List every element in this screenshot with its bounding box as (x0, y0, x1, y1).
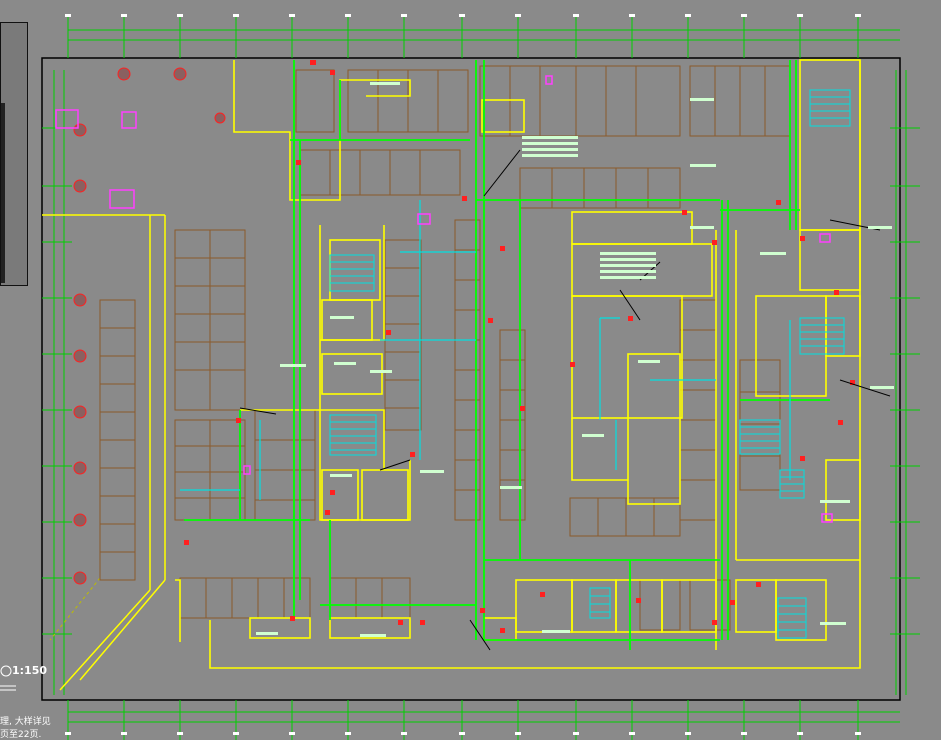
column-marker-icon (73, 405, 87, 419)
column-marker-icons (73, 67, 226, 585)
annotation-blocks (256, 82, 894, 637)
column-marker-icon (173, 67, 187, 81)
note-line-1: 理, 大样详见 (0, 717, 51, 727)
drawing-scale-label: 1:150 (12, 664, 48, 677)
column-marker-icon (73, 123, 87, 137)
column-marker-icon (214, 112, 226, 124)
green-pipes (184, 60, 830, 650)
column-marker-icon (73, 513, 87, 527)
column-marker-icon (73, 349, 87, 363)
drawing-frame (41, 57, 901, 701)
axis-label-marks (65, 14, 861, 735)
note-line-2: 页至22页. (0, 730, 42, 740)
stair-hatches (329, 89, 851, 639)
cyan-pipes (180, 200, 791, 500)
top-axis-grid (67, 14, 900, 58)
red-equipment-markers (184, 60, 855, 633)
column-marker-icon (73, 571, 87, 585)
column-marker-icon (73, 461, 87, 475)
parking-stalls (99, 65, 791, 631)
left-side-panel (0, 22, 28, 286)
column-marker-icon (73, 293, 87, 307)
entry-ramp (42, 214, 166, 691)
building-walls (175, 59, 861, 669)
column-marker-icon (73, 179, 87, 193)
bottom-axis-grid (67, 700, 900, 740)
column-marker-icon (117, 67, 131, 81)
left-panel-strip (1, 103, 5, 283)
magenta-markers (55, 75, 833, 523)
scale-symbol-icon (0, 665, 16, 691)
side-axis-grid (42, 70, 920, 695)
